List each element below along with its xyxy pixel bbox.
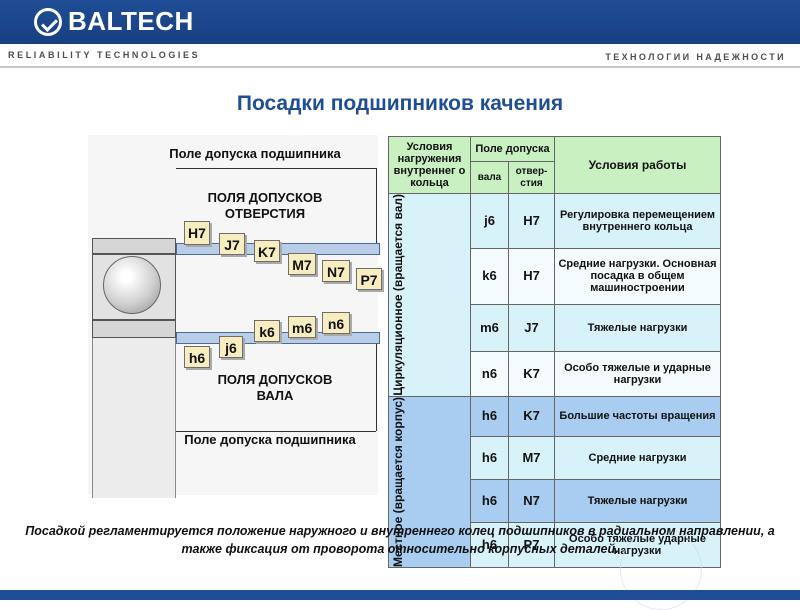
group-circulating-label: Циркуляционное (вращается вал) — [391, 194, 405, 396]
tolerance-box-h6: h6 — [184, 346, 210, 368]
tolerance-box-M7: M7 — [288, 253, 316, 275]
brand-logo: BALTECH — [68, 6, 194, 36]
table-cell: n6 — [470, 350, 509, 397]
table-cell: Особо тяжелые и ударные нагрузки — [554, 350, 721, 397]
table-cell: h6 — [470, 478, 509, 523]
logo-icon — [34, 8, 62, 36]
leader-line-top — [176, 168, 376, 169]
table-cell: Регулировка перемещением внутреннего кол… — [554, 192, 721, 250]
table-cell: h6 — [470, 395, 509, 438]
tolerance-box-m6: m6 — [288, 316, 316, 338]
hole-label-line2: ОТВЕРСТИЯ — [224, 206, 306, 221]
table-cell: Тяжелые нагрузки — [554, 303, 721, 352]
table-cell: K7 — [508, 350, 555, 397]
header-shaft: вала — [470, 161, 509, 194]
table-cell: h6 — [470, 521, 509, 568]
tolerance-box-N7: N7 — [322, 260, 350, 282]
table-cell: K7 — [508, 395, 555, 438]
tolerance-box-j6: j6 — [219, 336, 243, 358]
footer-note: Посадкой регламентируется положение нару… — [25, 524, 775, 556]
header-work: Условия работы — [554, 136, 721, 194]
inner-ring — [92, 320, 176, 338]
shaft-label-line1: ПОЛЯ ДОПУСКОВ — [217, 372, 333, 387]
header-bar: BALTECH — [0, 0, 800, 44]
shaft — [92, 338, 176, 498]
table-cell: Средние нагрузки — [554, 436, 721, 480]
tolerance-box-H7: H7 — [184, 221, 210, 245]
tagline-right: ТЕХНОЛОГИИ НАДЕЖНОСТИ — [605, 52, 786, 62]
table-cell: k6 — [470, 248, 509, 305]
table-cell: P7 — [508, 521, 555, 568]
group-circulating: Циркуляционное (вращается вал) — [388, 193, 471, 397]
table-cell: N7 — [508, 478, 555, 523]
bearing-ball-icon — [103, 256, 161, 314]
leader-line-bottom-v — [376, 344, 377, 431]
shaft-label-line2: ВАЛА — [256, 388, 294, 403]
table-cell: Тяжелые нагрузки — [554, 478, 721, 523]
shaft-label: ПОЛЯ ДОПУСКОВ ВАЛА — [190, 372, 360, 404]
outer-ring — [92, 238, 176, 254]
table-cell: J7 — [508, 303, 555, 352]
bottom-bar — [0, 590, 800, 600]
tolerance-box-n6: n6 — [322, 312, 350, 334]
tagline-left: RELIABILITY TECHNOLOGIES — [8, 50, 201, 60]
table-cell: j6 — [470, 192, 509, 250]
page-title: Посадки подшипников качения — [236, 92, 564, 115]
leader-line-top-v — [376, 168, 377, 243]
table-cell: h6 — [470, 436, 509, 480]
table-cell: H7 — [508, 192, 555, 250]
tolerance-box-K7: K7 — [254, 240, 280, 262]
tagline-strip — [0, 44, 800, 68]
table-cell: Большие частоты вращения — [554, 395, 721, 438]
header-field: Поле допуска — [470, 136, 555, 162]
table-cell: M7 — [508, 436, 555, 480]
bearing-tolerance-label-bottom: Поле допуска подшипника — [184, 432, 356, 447]
bearing-tolerance-label-top: Поле допуска подшипника — [169, 146, 341, 161]
header-conditions: Условия нагружения внутреннег о кольца — [388, 136, 471, 194]
table-cell: H7 — [508, 248, 555, 305]
tolerance-box-J7: J7 — [219, 233, 245, 255]
divider — [0, 66, 800, 68]
hole-label: ПОЛЯ ДОПУСКОВ ОТВЕРСТИЯ — [190, 190, 340, 222]
group-local: Местное (вращается корпус) — [388, 395, 471, 568]
fits-table: Условия нагружения внутреннег о кольца П… — [388, 136, 721, 568]
header-hole: отвер-стия — [508, 161, 555, 194]
tolerance-box-k6: k6 — [254, 320, 280, 342]
hole-label-line1: ПОЛЯ ДОПУСКОВ — [207, 190, 323, 205]
leader-line-bottom — [176, 431, 376, 432]
table-cell: Средние нагрузки. Основная посадка в общ… — [554, 248, 721, 305]
tolerance-box-P7: P7 — [356, 268, 382, 290]
table-cell: m6 — [470, 303, 509, 352]
